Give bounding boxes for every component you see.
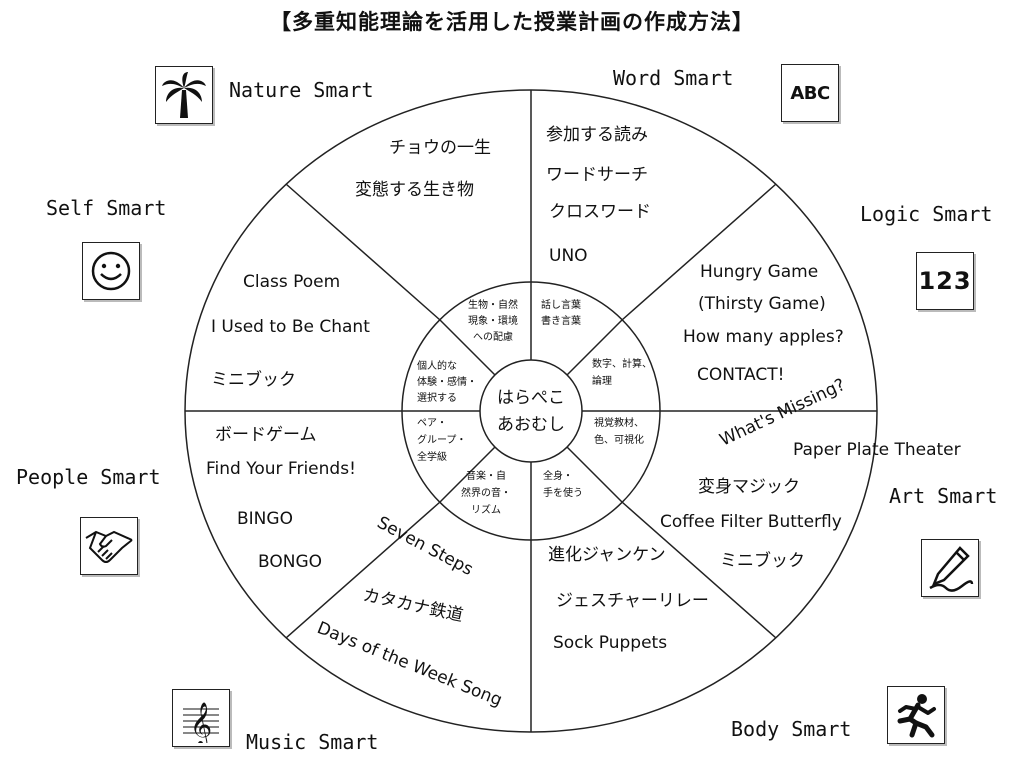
mid-spoke-lr	[566, 446, 623, 503]
label-self-smart: Self Smart	[46, 196, 167, 220]
activity-art-1: Paper Plate Theater	[793, 440, 961, 460]
activity-nature-2: 変態する生き物	[355, 180, 474, 200]
mid-self-3: 選択する	[417, 391, 457, 404]
treble-clef-icon: 𝄞	[172, 689, 230, 747]
activity-logic-2: (Thirsty Game)	[698, 294, 826, 314]
mid-spoke-ur	[566, 319, 623, 376]
activity-people-2: Find Your Friends!	[206, 459, 356, 479]
palm-tree-icon	[155, 66, 213, 124]
page-title: 【多重知能理論を活用した授業計画の作成方法】	[270, 10, 754, 34]
handshake-icon	[80, 517, 138, 575]
label-logic-smart: Logic Smart	[860, 202, 993, 226]
mid-logic-1: 数字、計算、	[592, 357, 652, 370]
activity-word-3: クロスワード	[549, 202, 651, 222]
mid-nature-1: 生物・自然	[468, 298, 518, 311]
pen-drawing-icon	[921, 539, 979, 597]
label-art-smart: Art Smart	[889, 484, 998, 508]
mid-music-2: 然界の音・	[461, 486, 511, 499]
spoke-upper-right	[621, 183, 777, 321]
activity-people-1: ボードゲーム	[215, 425, 317, 445]
activity-logic-4: CONTACT!	[697, 365, 784, 385]
activity-art-4: ミニブック	[720, 550, 805, 571]
label-word-smart: Word Smart	[613, 66, 734, 90]
numbers-123-icon: 123	[916, 252, 974, 310]
mid-people-3: 全学級	[417, 450, 447, 463]
hub-line2: あおむし	[497, 415, 565, 435]
abc-icon: ABC	[781, 64, 839, 122]
svg-text:𝄞: 𝄞	[190, 702, 212, 743]
activity-logic-3: How many apples?	[683, 327, 844, 347]
mid-art-2: 色、可視化	[594, 433, 644, 446]
label-music-smart: Music Smart	[246, 730, 379, 754]
activity-self-2: I Used to Be Chant	[211, 317, 370, 337]
mid-nature-3: への配慮	[473, 330, 513, 343]
activity-art-2: 変身マジック	[698, 477, 800, 497]
mid-music-1: 音楽・自	[466, 469, 506, 482]
activity-word-1: 参加する読み	[546, 125, 648, 145]
activity-word-2: ワードサーチ	[546, 165, 648, 185]
activity-music-3: Days of the Week Song	[314, 618, 505, 711]
smiley-face-icon	[82, 242, 140, 300]
mid-body-2: 手を使う	[543, 486, 583, 499]
spoke-lower-right	[621, 501, 777, 639]
activity-people-3: BINGO	[237, 509, 293, 529]
label-body-smart: Body Smart	[731, 717, 852, 741]
mid-self-2: 体験・感情・	[417, 375, 477, 388]
activity-self-3: ミニブック	[211, 369, 296, 390]
mid-body-1: 全身・	[543, 469, 573, 482]
activity-self-1: Class Poem	[243, 272, 340, 292]
mid-word-1: 話し言葉	[541, 298, 581, 311]
mid-art-1: 視覚教材、	[594, 416, 644, 429]
mid-self-1: 個人的な	[417, 359, 457, 372]
activity-body-3: Sock Puppets	[553, 633, 667, 653]
mid-spoke-ul	[439, 319, 496, 376]
mid-people-2: グループ・	[417, 433, 466, 446]
label-nature-smart: Nature Smart	[229, 78, 374, 102]
running-person-icon	[887, 686, 945, 744]
activity-body-2: ジェスチャーリレー	[556, 591, 709, 611]
activity-music-2: カタカナ鉄道	[361, 585, 465, 626]
middle-ring-labels: 生物・自然 現象・環境 への配慮 話し言葉 書き言葉 数字、計算、 論理 視覚教…	[417, 298, 652, 516]
activity-nature-1: チョウの一生	[389, 138, 491, 158]
hub-line1: はらぺこ	[497, 388, 565, 408]
spoke-upper-left	[285, 183, 441, 321]
mid-people-1: ペア・	[417, 418, 447, 429]
mid-music-3: リズム	[471, 503, 501, 516]
mid-nature-2: 現象・環境	[468, 314, 518, 327]
mid-spoke-ll	[439, 446, 496, 503]
mid-word-2: 書き言葉	[541, 314, 581, 327]
label-people-smart: People Smart	[16, 465, 161, 489]
hub-circle	[479, 359, 583, 463]
activity-art-3: Coffee Filter Butterfly	[660, 512, 842, 532]
activity-body-1: 進化ジャンケン	[548, 545, 666, 565]
activity-word-4: UNO	[549, 246, 588, 266]
activity-logic-1: Hungry Game	[700, 262, 818, 282]
spoke-lower-left	[285, 501, 441, 639]
mid-logic-2: 論理	[592, 374, 612, 387]
activity-people-4: BONGO	[258, 552, 322, 572]
